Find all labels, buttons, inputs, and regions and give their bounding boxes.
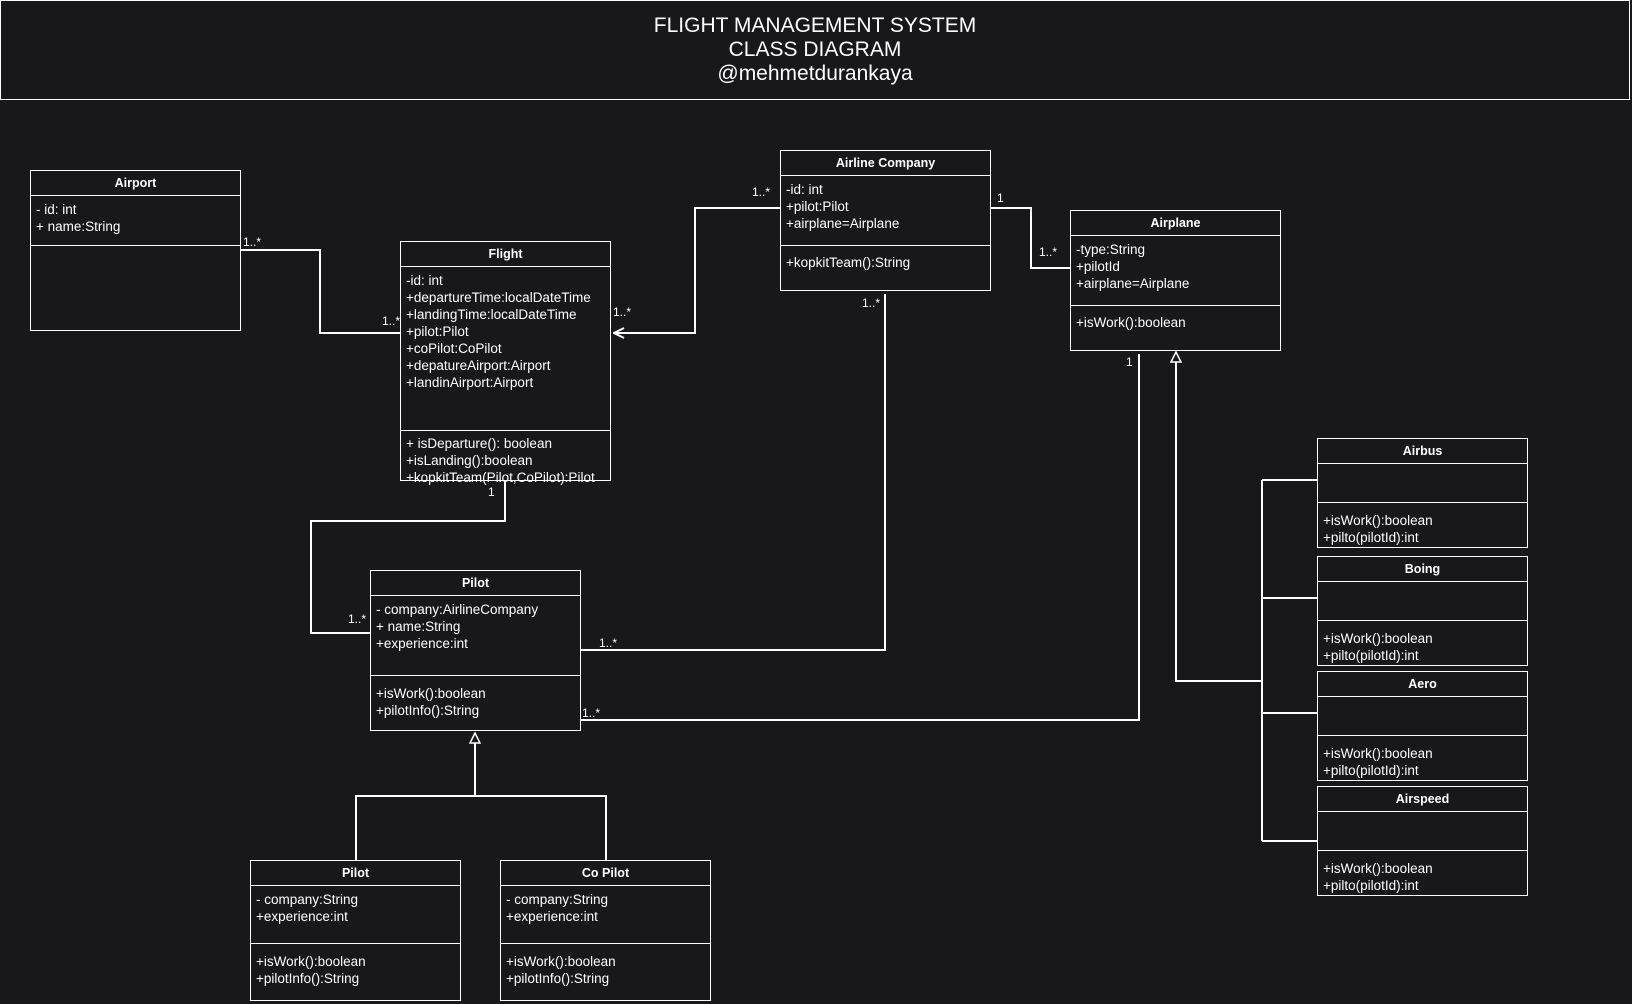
class-name: Airport bbox=[31, 171, 240, 196]
class-copilot[interactable]: Co Pilot - company:String +experience:in… bbox=[500, 860, 711, 1001]
mult-airline-airplane-b: 1..* bbox=[1039, 245, 1058, 259]
class-name: Flight bbox=[401, 242, 610, 267]
inherit-pilot-trunk bbox=[355, 795, 607, 860]
class-airport[interactable]: Airport - id: int + name:String bbox=[30, 170, 241, 331]
class-boing[interactable]: Boing +isWork():boolean +pilto(pilotId):… bbox=[1317, 556, 1528, 666]
methods: +isWork():boolean +pilotInfo():String bbox=[376, 686, 486, 718]
class-name: Airbus bbox=[1318, 439, 1527, 464]
class-aero[interactable]: Aero +isWork():boolean +pilto(pilotId):i… bbox=[1317, 671, 1528, 781]
mult-flight-pilot-a: 1 bbox=[488, 485, 495, 499]
methods: +isWork():boolean +pilotInfo():String bbox=[506, 954, 616, 986]
mult-flight-airline-a: 1..* bbox=[752, 185, 771, 199]
class-name: Airspeed bbox=[1318, 787, 1527, 812]
class-pilot-sub[interactable]: Pilot - company:String +experience:int +… bbox=[250, 860, 461, 1001]
class-name: Boing bbox=[1318, 557, 1527, 582]
mult-airplane-pilot-b: 1..* bbox=[582, 706, 601, 720]
mult-flight-airline-b: 1..* bbox=[613, 305, 632, 319]
title-line-3: @mehmetdurankaya bbox=[717, 62, 913, 85]
diagram-title-box: FLIGHT MANAGEMENT SYSTEM CLASS DIAGRAM @… bbox=[0, 0, 1630, 100]
attributes: -type:String +pilotId +airplane=Airplane bbox=[1071, 236, 1280, 306]
attributes: - id: int + name:String bbox=[31, 196, 240, 246]
methods: +isWork():boolean +pilto(pilotId):int bbox=[1323, 631, 1433, 663]
methods: + isDeparture(): boolean +isLanding():bo… bbox=[406, 436, 595, 485]
inherit-airplane-arrow bbox=[1176, 352, 1262, 682]
title-line-1: FLIGHT MANAGEMENT SYSTEM bbox=[653, 14, 977, 37]
methods: +isWork():boolean bbox=[1076, 315, 1186, 330]
class-name: Co Pilot bbox=[501, 861, 710, 886]
class-pilot[interactable]: Pilot - company:AirlineCompany + name:St… bbox=[370, 570, 581, 731]
class-name: Pilot bbox=[251, 861, 460, 886]
attributes bbox=[1318, 582, 1527, 621]
mult-airline-pilot-b: 1..* bbox=[599, 636, 618, 650]
assoc-airline-airplane bbox=[991, 207, 1070, 269]
class-name: Aero bbox=[1318, 672, 1527, 697]
methods: +isWork():boolean +pilto(pilotId):int bbox=[1323, 861, 1433, 893]
attributes bbox=[1318, 697, 1527, 736]
methods bbox=[31, 246, 240, 330]
mult-flight-pilot-b: 1..* bbox=[348, 612, 367, 626]
class-airline-company[interactable]: Airline Company -id: int +pilot:Pilot +a… bbox=[780, 150, 991, 291]
mult-airport-flight-a: 1..* bbox=[243, 235, 262, 249]
title-line-2: CLASS DIAGRAM bbox=[728, 38, 902, 61]
class-name: Airline Company bbox=[781, 151, 990, 176]
class-name: Airplane bbox=[1071, 211, 1280, 236]
attributes: - company:AirlineCompany + name:String +… bbox=[371, 596, 580, 676]
class-airplane[interactable]: Airplane -type:String +pilotId +airplane… bbox=[1070, 210, 1281, 351]
assoc-airline-flight bbox=[614, 207, 780, 333]
attributes: -id: int +pilot:Pilot +airplane=Airplane bbox=[781, 176, 990, 246]
mult-airport-flight-b: 1..* bbox=[382, 314, 401, 328]
class-name: Pilot bbox=[371, 571, 580, 596]
methods: +isWork():boolean +pilto(pilotId):int bbox=[1323, 746, 1433, 778]
class-airbus[interactable]: Airbus +isWork():boolean +pilto(pilotId)… bbox=[1317, 438, 1528, 548]
class-flight[interactable]: Flight -id: int +departureTime:localDate… bbox=[400, 241, 611, 485]
attributes: -id: int +departureTime:localDateTime +l… bbox=[401, 267, 610, 431]
methods: +isWork():boolean +pilto(pilotId):int bbox=[1323, 513, 1433, 545]
class-airspeed[interactable]: Airspeed +isWork():boolean +pilto(pilotI… bbox=[1317, 786, 1528, 896]
mult-airplane-pilot-a: 1 bbox=[1126, 355, 1133, 369]
methods: +kopkitTeam():String bbox=[786, 255, 911, 270]
attributes bbox=[1318, 464, 1527, 503]
methods: +isWork():boolean +pilotInfo():String bbox=[256, 954, 366, 986]
assoc-airline-pilot bbox=[581, 294, 886, 651]
mult-airline-pilot-a: 1..* bbox=[862, 296, 881, 310]
attributes: - company:String +experience:int bbox=[501, 886, 710, 944]
attributes bbox=[1318, 812, 1527, 851]
mult-airline-airplane-a: 1 bbox=[997, 191, 1004, 205]
assoc-airplane-pilot bbox=[581, 354, 1140, 721]
assoc-airport-flight bbox=[241, 249, 400, 334]
attributes: - company:String +experience:int bbox=[251, 886, 460, 944]
assoc-flight-pilot bbox=[310, 481, 506, 634]
